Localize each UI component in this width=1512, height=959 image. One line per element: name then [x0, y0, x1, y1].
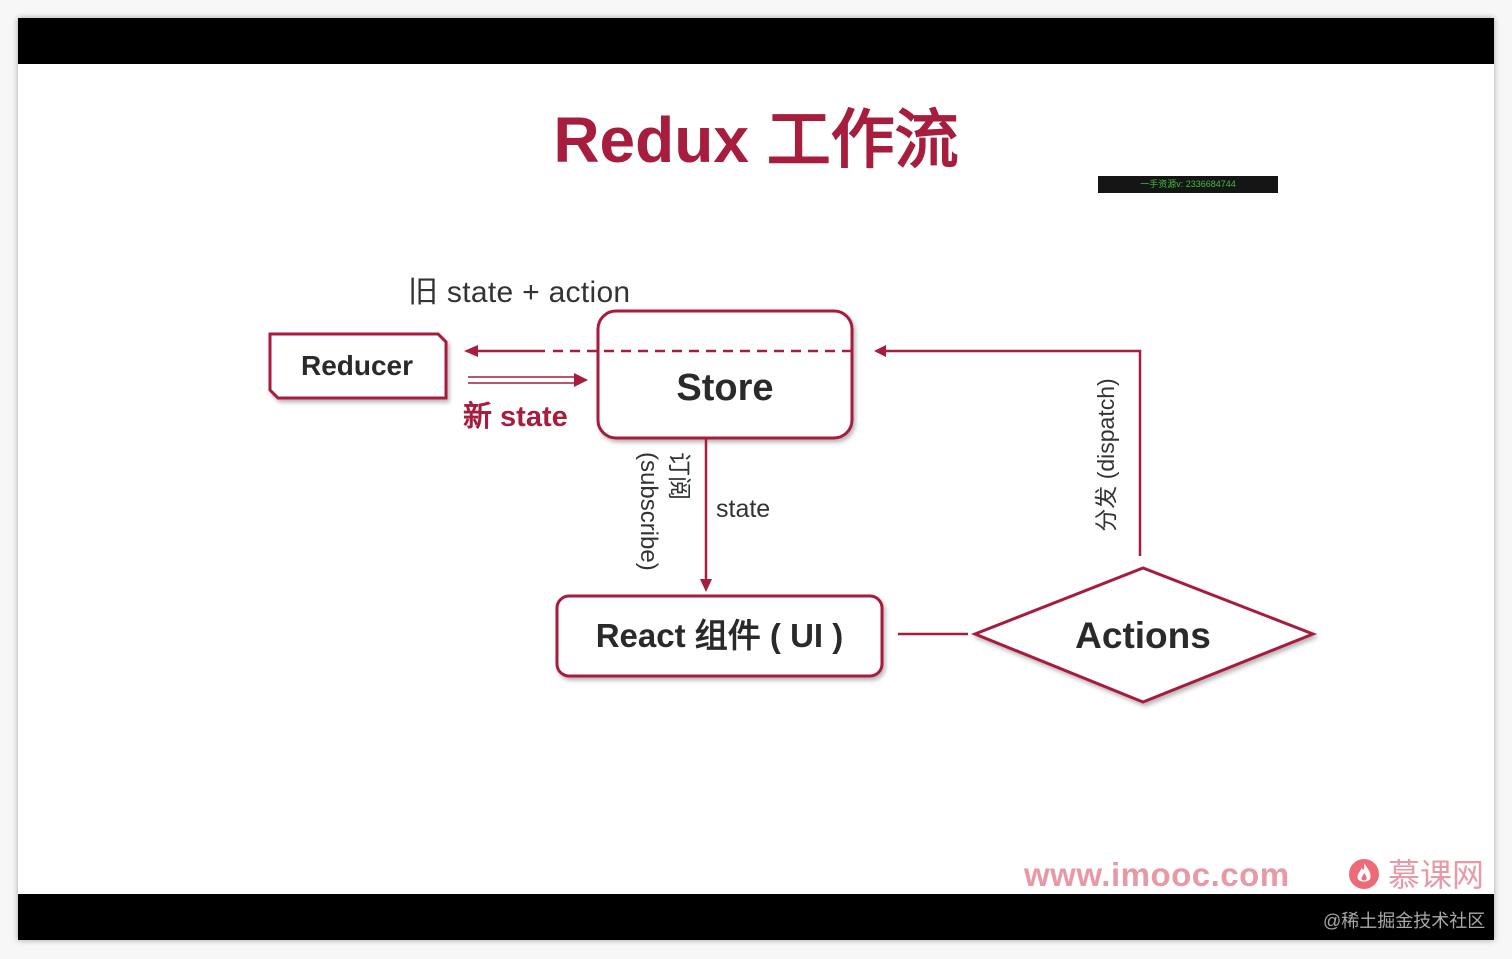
dispatch-arrow-line [886, 349, 1142, 556]
old-state-action-arrow [464, 345, 852, 357]
new-state-label: 新 state [463, 401, 568, 433]
subscribe-arrow [700, 438, 712, 592]
slide-title: Redux 工作流 [553, 104, 959, 176]
reducer-box [268, 332, 448, 400]
letterbox-top [18, 18, 1494, 64]
subscribe-label-en: (subscribe) [635, 452, 662, 571]
react-component-label: React 组件 ( UI ) [595, 617, 844, 654]
corner-watermark: @稀土掘金技术社区 [1323, 911, 1486, 931]
react-component-box [555, 594, 884, 678]
letterbox-bottom [18, 894, 1494, 940]
slide-frame [18, 18, 1494, 940]
store-label: Store [676, 367, 774, 409]
actions-diamond [970, 566, 1318, 704]
new-state-arrowhead [574, 373, 588, 387]
old-state-arrowhead [464, 345, 478, 357]
dispatch-arrowhead [874, 345, 886, 357]
new-state-arrow [468, 373, 588, 387]
actions-label: Actions [1075, 615, 1211, 656]
subscribe-arrowhead [700, 579, 712, 592]
state-label: state [716, 495, 771, 523]
dispatch-label: 分发 (dispatch) [1093, 378, 1119, 532]
store-box [596, 309, 854, 440]
brand-name: 慕课网 [1388, 857, 1485, 893]
subscribe-label-zh: 订阅 [665, 452, 692, 500]
subscribe-label: 订阅 (subscribe) [633, 452, 693, 592]
flame-icon [1349, 859, 1379, 889]
reducer-label: Reducer [300, 350, 414, 381]
site-url-watermark: www.imooc.com [1024, 856, 1290, 893]
dispatch-arrow [874, 345, 1142, 556]
overlay-watermark: 一手资源v: 2336684744 [1098, 176, 1278, 193]
old-state-action-label: 旧 state + action [408, 276, 631, 309]
